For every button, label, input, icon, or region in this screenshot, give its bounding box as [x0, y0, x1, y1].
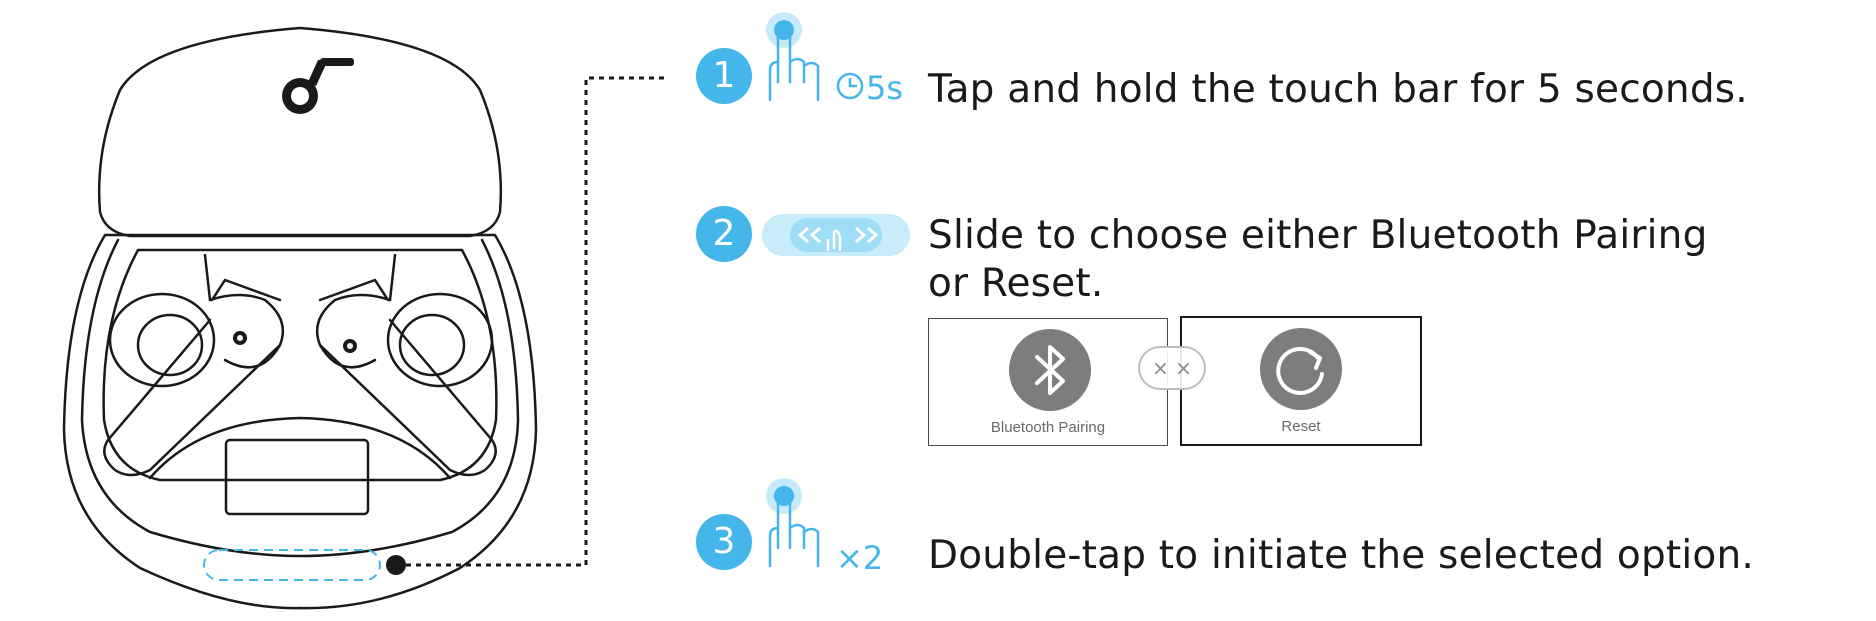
- hold-duration-hint: 5s: [866, 69, 904, 107]
- tap-hold-icon: [766, 12, 864, 102]
- left-earbud: [103, 253, 285, 477]
- slide-icon: [762, 214, 910, 256]
- step-badge-1: 1: [696, 48, 752, 104]
- case-body-inner: [80, 238, 520, 558]
- case-screen: [224, 438, 370, 516]
- brand-logo: [282, 58, 354, 114]
- step-badge-2: 2: [696, 206, 752, 262]
- option-label-reset: Reset: [1281, 418, 1321, 435]
- right-earbud: [315, 253, 497, 477]
- touch-bar: [203, 549, 381, 581]
- step-2-text-line1: Slide to choose either Bluetooth Pairing: [928, 213, 1708, 258]
- option-reset: Reset: [1180, 316, 1422, 446]
- step-2-text-line2: or Reset.: [928, 261, 1104, 306]
- bluetooth-icon: [1009, 329, 1091, 411]
- option-switch-icon: × ×: [1138, 346, 1206, 390]
- option-bluetooth-pairing: Bluetooth Pairing: [928, 318, 1168, 446]
- step-3-text: Double-tap to initiate the selected opti…: [928, 533, 1755, 578]
- tap-count-hint: ×2: [836, 539, 884, 577]
- step-badge-3: 3: [696, 514, 752, 570]
- option-label-bluetooth: Bluetooth Pairing: [990, 419, 1106, 436]
- double-tap-icon: [766, 478, 820, 568]
- reset-icon: [1260, 328, 1342, 410]
- step-1-text: Tap and hold the touch bar for 5 seconds…: [928, 67, 1748, 112]
- callout-dot: [386, 555, 406, 575]
- case-body: [62, 233, 538, 610]
- case-tray: [102, 248, 498, 482]
- callout-line: [406, 76, 668, 567]
- case-lid: [97, 26, 503, 238]
